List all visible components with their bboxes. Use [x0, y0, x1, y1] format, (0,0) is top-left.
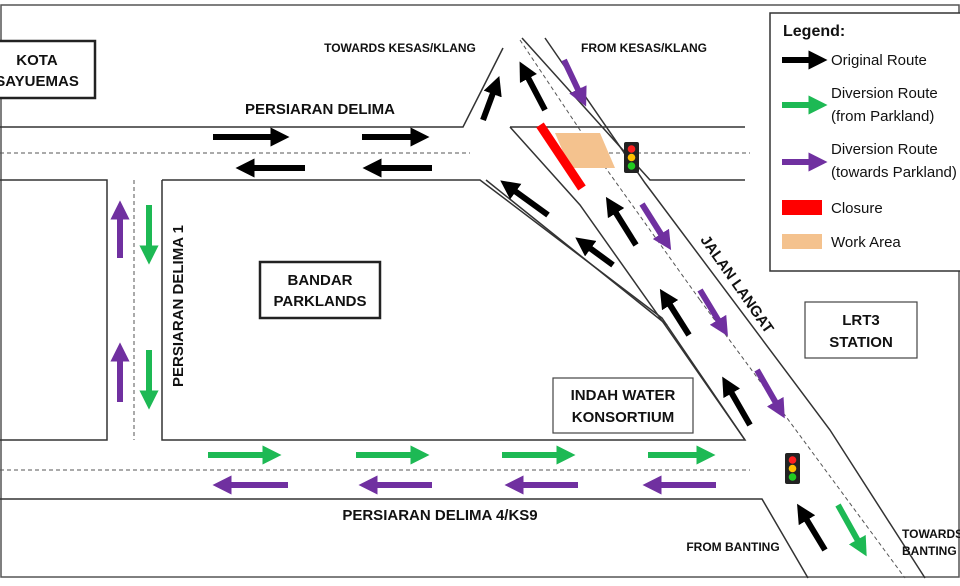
road-edges	[0, 37, 926, 579]
original-route-arrow	[659, 288, 692, 337]
original-route-arrow	[605, 196, 639, 247]
legend-label: Work Area	[831, 234, 901, 251]
map-frame	[0, 4, 960, 578]
road-label-persiaran-delima-1: PERSIARAN DELIMA 1	[170, 225, 187, 387]
legend-title: Legend:	[783, 23, 845, 40]
place-bandar-parklands: BANDAR PARKLANDS	[258, 260, 382, 320]
svg-text:INDAH WATER: INDAH WATER	[571, 387, 676, 404]
traffic-light-icon	[624, 142, 639, 173]
diversion-from-arrow	[835, 503, 867, 557]
original-route-arrow	[722, 376, 753, 427]
place-kota-sayuemas: KOTA SAYUEMAS	[0, 39, 97, 100]
legend: Legend: Original Route Diversion Route (…	[769, 12, 960, 272]
svg-text:KONSORTIUM: KONSORTIUM	[572, 409, 675, 426]
svg-text:LRT3: LRT3	[842, 312, 880, 329]
place-lrt3-station: LRT3 STATION	[804, 301, 918, 359]
legend-label: Original Route	[831, 52, 927, 69]
road-closure	[536, 122, 586, 191]
svg-text:STATION: STATION	[829, 334, 893, 351]
original-route-arrow	[500, 180, 550, 218]
place-indah-water: INDAH WATER KONSORTIUM	[552, 377, 694, 434]
diversion-towards-arrow	[697, 288, 728, 337]
diversion-towards-arrow	[639, 202, 672, 251]
original-route-arrow	[519, 61, 548, 112]
legend-label: (from Parkland)	[831, 108, 934, 125]
legend-label: Diversion Route	[831, 85, 938, 102]
legend-box	[769, 12, 960, 272]
traffic-light-icon	[785, 453, 800, 484]
original-route-arrow	[480, 76, 502, 122]
svg-text:PARKLANDS: PARKLANDS	[273, 293, 366, 310]
work-area	[555, 133, 615, 168]
svg-text:BANDAR: BANDAR	[288, 272, 353, 289]
diversion-towards-arrow	[754, 368, 785, 419]
route-arrows	[110, 58, 867, 557]
svg-text:KOTA: KOTA	[16, 52, 58, 69]
direction-label-from-kesas: FROM KESAS/KLANG	[581, 41, 707, 55]
original-route-arrow	[575, 237, 615, 268]
legend-symbol-closure	[782, 200, 822, 215]
legend-symbol-work-area	[782, 234, 822, 249]
legend-label: (towards Parkland)	[831, 164, 957, 181]
road-label-persiaran-delima-4: PERSIARAN DELIMA 4/KS9	[342, 507, 537, 524]
road-label-persiaran-delima: PERSIARAN DELIMA	[245, 101, 395, 118]
diversion-towards-arrow	[561, 58, 587, 107]
svg-text:SAYUEMAS: SAYUEMAS	[0, 73, 79, 90]
road-label-jalan-langat: JALAN LANGAT	[697, 232, 777, 336]
direction-label-towards-banting: BANTING	[902, 544, 957, 558]
original-route-arrow	[797, 503, 828, 552]
direction-label-towards-kesas: TOWARDS KESAS/KLANG	[324, 41, 476, 55]
legend-label: Diversion Route	[831, 141, 938, 158]
direction-label-from-banting: FROM BANTING	[686, 540, 779, 554]
direction-label-towards-banting: TOWARDS	[902, 527, 960, 541]
legend-label: Closure	[831, 200, 883, 217]
